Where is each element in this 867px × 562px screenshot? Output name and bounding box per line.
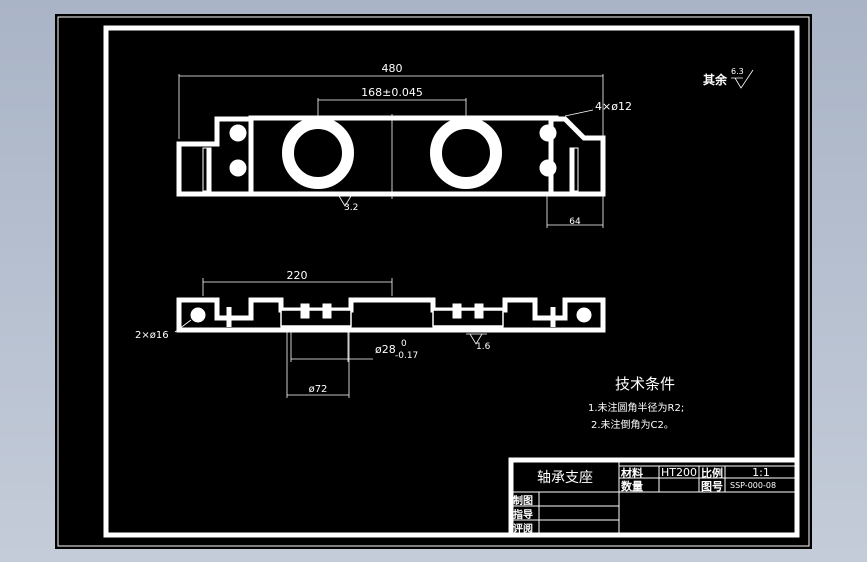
- dim-bore-tol-upper: 0: [401, 339, 407, 349]
- material-value: HT200: [661, 466, 697, 479]
- review-label: 评阅: [513, 522, 533, 535]
- dim-bore-28: ø28: [375, 343, 396, 356]
- dim-boss-72: ø72: [309, 384, 328, 395]
- tech-title: 技术条件: [615, 375, 675, 393]
- foot-hole-left: [190, 307, 206, 323]
- quantity-label: 数量: [621, 479, 643, 493]
- guide-label: 指导: [513, 508, 533, 521]
- dim-4-holes: 4×ø12: [595, 100, 632, 113]
- tech-item-1: 1.未注圆角半径为R2;: [588, 401, 684, 414]
- surface-note-value: 6.3: [731, 67, 744, 76]
- cad-viewport[interactable]: 480 168±0.045 4×ø12 64 3.2: [55, 14, 812, 549]
- roughness-32: 3.2: [344, 203, 358, 213]
- bearing-bore-right: [430, 117, 502, 189]
- dim-bore-tol-lower: -0.17: [395, 351, 418, 361]
- dim-220: 220: [287, 269, 308, 282]
- drawing-no-value: SSP-000-08: [730, 481, 776, 490]
- top-view-outline: [176, 115, 606, 197]
- tech-item-2: 2.未注倒角为C2。: [591, 418, 674, 431]
- bolt-hole: [539, 124, 557, 142]
- dim-168: 168±0.045: [361, 86, 423, 99]
- material-label: 材料: [621, 466, 643, 480]
- front-view: 220 2×ø16 ø28 0 -0.17 ø72 1.6: [135, 269, 606, 398]
- surface-note: 其余: [703, 72, 728, 87]
- scale-value: 1:1: [752, 466, 770, 479]
- drawing-no-label: 图号: [701, 480, 723, 493]
- drawing-sheet: 480 168±0.045 4×ø12 64 3.2: [57, 16, 810, 547]
- top-view: 480 168±0.045 4×ø12 64 3.2: [176, 62, 632, 228]
- front-view-outline: [176, 297, 606, 333]
- drawn-label: 制图: [513, 494, 533, 507]
- bolt-hole: [229, 159, 247, 177]
- outer-border: [57, 16, 810, 547]
- foot-hole-right: [576, 307, 592, 323]
- dim-2-holes: 2×ø16: [135, 330, 169, 341]
- part-name: 轴承支座: [537, 470, 593, 486]
- dim-64: 64: [569, 217, 581, 227]
- roughness-16: 1.6: [476, 342, 491, 352]
- bearing-bore-left: [282, 117, 354, 189]
- scale-label: 比例: [701, 466, 723, 480]
- bolt-hole: [229, 124, 247, 142]
- dim-480: 480: [382, 62, 403, 75]
- bolt-hole: [539, 159, 557, 177]
- title-block: 轴承支座 材料 HT200 比例 1:1 数量 图号 SSP-000-08 制图…: [508, 457, 800, 538]
- inner-border: [103, 25, 800, 538]
